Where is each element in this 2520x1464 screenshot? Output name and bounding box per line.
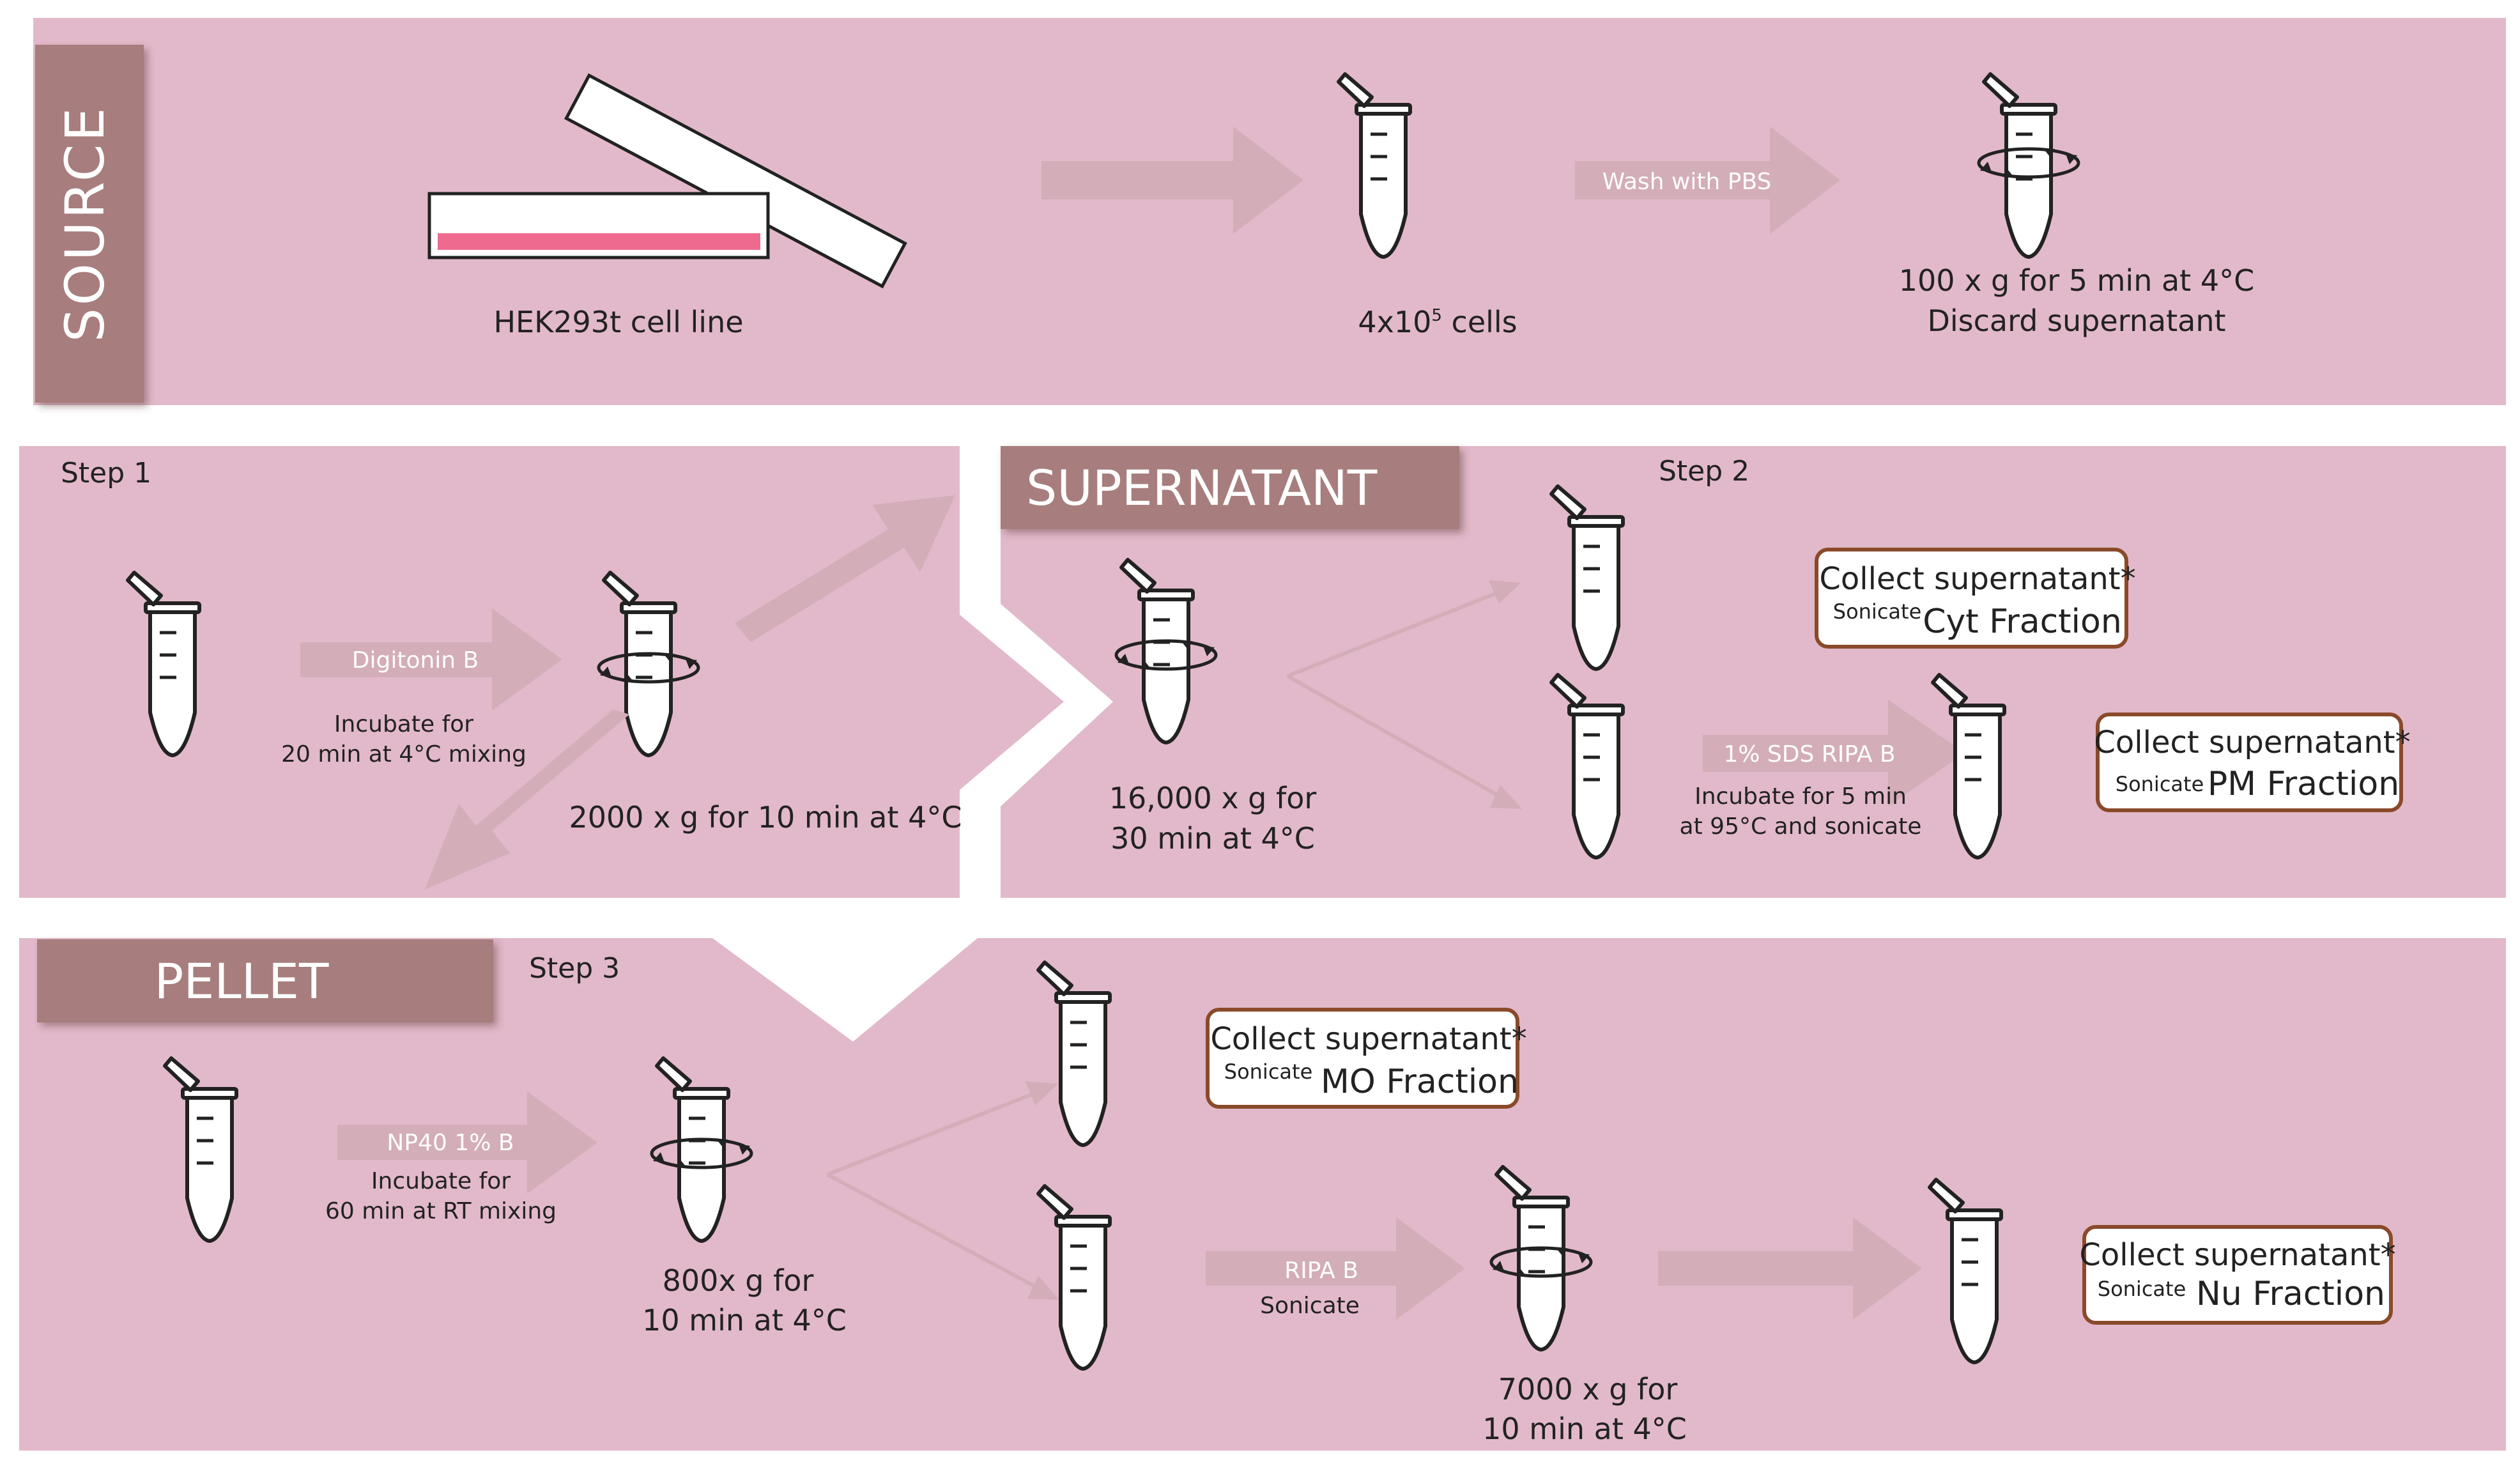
step3-title: Step 3 xyxy=(529,952,620,985)
pm-incubate-line1: Incubate for 5 min xyxy=(1694,783,1907,810)
sds-ripa-label: 1% SDS RIPA B xyxy=(1723,741,1895,767)
arrow-wash xyxy=(1575,127,1840,234)
step1-incubate-line2: 20 min at 4°C mixing xyxy=(281,741,526,767)
np40-label: NP40 1% B xyxy=(387,1130,514,1156)
pellet-spin-line2: 10 min at 4°C xyxy=(642,1303,847,1337)
ripa-sonicate-label: Sonicate xyxy=(1260,1293,1360,1319)
nu-collect-label: Collect supernatant* xyxy=(2079,1237,2395,1273)
pm-collect-label: Collect supernatant* xyxy=(2094,725,2410,760)
mo-fraction-label: MO Fraction xyxy=(1321,1063,1519,1101)
wash-spin-line2: Discard supernatant xyxy=(1927,304,2225,338)
cyt-collect-label: Collect supernatant* xyxy=(1819,561,2135,597)
supernatant-tab-label: SUPERNATANT xyxy=(1026,459,1378,516)
cyt-fraction-box: Collect supernatant* Sonicate Cyt Fracti… xyxy=(1815,548,2136,649)
arrow-sds-ripa xyxy=(1703,700,1965,806)
source-tab xyxy=(35,45,144,403)
wash-spin-line1: 100 x g for 5 min at 4°C xyxy=(1899,263,2254,298)
arrow-to-pellet xyxy=(425,709,629,890)
flask-icon xyxy=(427,73,907,289)
arrow-flask-to-cells xyxy=(1041,127,1303,234)
pellet-tab xyxy=(37,939,493,1022)
pm-fraction-label: PM Fraction xyxy=(2208,765,2399,803)
split-arrowhead-bottom xyxy=(1490,785,1522,809)
supernatant-spin-line2: 30 min at 4°C xyxy=(1110,821,1315,856)
step1-spin-label: 2000 x g for 10 min at 4°C xyxy=(569,800,962,835)
pellet-incubate-line1: Incubate for xyxy=(371,1168,511,1194)
nu-sonicate-label: Sonicate xyxy=(2098,1277,2186,1301)
supernatant-tab xyxy=(1001,446,1459,529)
split-arrowhead-top xyxy=(1489,580,1521,604)
wash-label: Wash with PBS xyxy=(1602,169,1772,195)
pm-fraction-box: Collect supernatant* Sonicate PM Fractio… xyxy=(2094,713,2411,812)
wash-tube-icon xyxy=(1979,74,2078,257)
cyt-fraction-label: Cyt Fraction xyxy=(1923,603,2122,641)
pm-sonicate-label: Sonicate xyxy=(2116,772,2204,796)
source-panel xyxy=(33,18,2506,405)
nu-fraction-label: Nu Fraction xyxy=(2196,1275,2385,1313)
step1-title: Step 1 xyxy=(61,457,151,489)
pellet-spin-line1: 800x g for xyxy=(663,1263,814,1298)
pm-incubate-line2: at 95°C and sonicate xyxy=(1680,813,1922,840)
cell-line-label: HEK293t cell line xyxy=(493,305,743,339)
arrow-to-supernatant xyxy=(735,495,955,642)
pellet-panel xyxy=(19,938,2506,1451)
pellet-incubate-line2: 60 min at RT mixing xyxy=(325,1198,557,1224)
step2-title: Step 2 xyxy=(1659,455,1749,488)
cells-label: 4x105 cells xyxy=(1358,305,1517,339)
arrow-ripa xyxy=(1206,1217,1465,1320)
pellet-tab-label: PELLET xyxy=(155,953,330,1010)
split-arrow-step2 xyxy=(1286,585,1514,806)
source-tab-label: SOURCE xyxy=(54,105,116,343)
mo-collect-label: Collect supernatant* xyxy=(1210,1021,1526,1057)
nu-spin-line2: 10 min at 4°C xyxy=(1482,1412,1687,1446)
arrow-to-nu xyxy=(1658,1217,1922,1320)
nu-spin-line1: 7000 x g for xyxy=(1498,1372,1678,1406)
supernatant-spin-line1: 16,000 x g for xyxy=(1109,781,1317,815)
arrow-digitonin xyxy=(300,608,562,711)
split-arrowhead-mo xyxy=(1026,1081,1058,1106)
ripa-label: RIPA B xyxy=(1284,1258,1358,1284)
split-arrowhead-nu xyxy=(1027,1275,1059,1300)
arrow-np40 xyxy=(337,1091,597,1194)
mo-sonicate-label: Sonicate xyxy=(1224,1059,1313,1084)
nu-fraction-box: Collect supernatant* Sonicate Nu Fractio… xyxy=(2079,1225,2396,1325)
mo-fraction-box: Collect supernatant* Sonicate MO Fractio… xyxy=(1206,1008,1527,1109)
cyt-sonicate-label: Sonicate xyxy=(1833,599,1922,624)
step1-incubate-line1: Incubate for xyxy=(334,711,473,737)
split-arrow-step3 xyxy=(826,1086,1050,1296)
digitonin-label: Digitonin B xyxy=(352,647,479,674)
